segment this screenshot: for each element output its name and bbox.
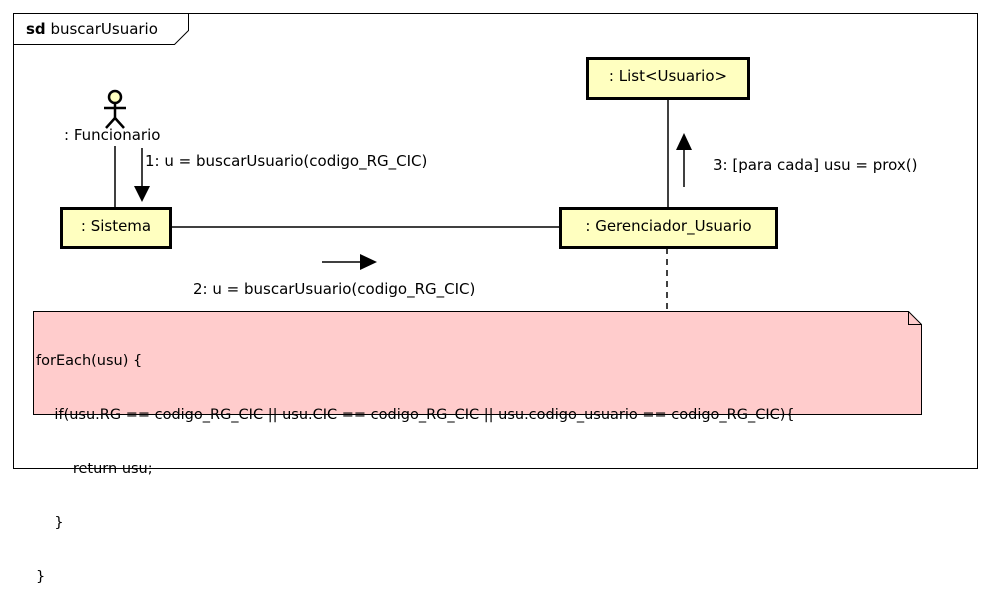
- note-line: }: [36, 515, 64, 531]
- note-line: if(usu.RG == codigo_RG_CIC || usu.CIC ==…: [36, 407, 795, 423]
- frame-border: [13, 13, 978, 469]
- frame-name: buscarUsuario: [50, 20, 158, 38]
- note-line: return usu;: [36, 461, 153, 477]
- object-gerenciador-label: : Gerenciador_Usuario: [585, 217, 752, 235]
- communication-diagram: [13, 13, 978, 469]
- message-1-label: 1: u = buscarUsuario(codigo_RG_CIC): [145, 152, 428, 170]
- message-2-label: 2: u = buscarUsuario(codigo_RG_CIC): [193, 280, 476, 298]
- message-1-arrow: [134, 148, 150, 202]
- note-line: forEach(usu) {: [36, 353, 143, 369]
- frame-title: sd buscarUsuario: [26, 20, 158, 38]
- actor-icon: [104, 89, 126, 129]
- frame-keyword: sd: [26, 20, 46, 38]
- message-2-arrow: [322, 254, 377, 270]
- note-text: forEach(usu) { if(usu.RG == codigo_RG_CI…: [36, 316, 795, 604]
- note-fold: [908, 311, 922, 325]
- message-3-arrow: [676, 133, 692, 187]
- object-gerenciador-usuario[interactable]: : Gerenciador_Usuario: [559, 207, 778, 249]
- actor-label: : Funcionario: [64, 126, 161, 144]
- object-sistema-label: : Sistema: [80, 217, 152, 235]
- object-sistema[interactable]: : Sistema: [60, 207, 172, 249]
- object-list-label: : List<Usuario>: [608, 67, 728, 85]
- object-list-usuario[interactable]: : List<Usuario>: [586, 57, 750, 100]
- message-3-label: 3: [para cada] usu = prox(): [713, 156, 918, 174]
- note-line: }: [36, 569, 46, 585]
- note-shape: [33, 311, 922, 415]
- frame-tab: [13, 13, 189, 45]
